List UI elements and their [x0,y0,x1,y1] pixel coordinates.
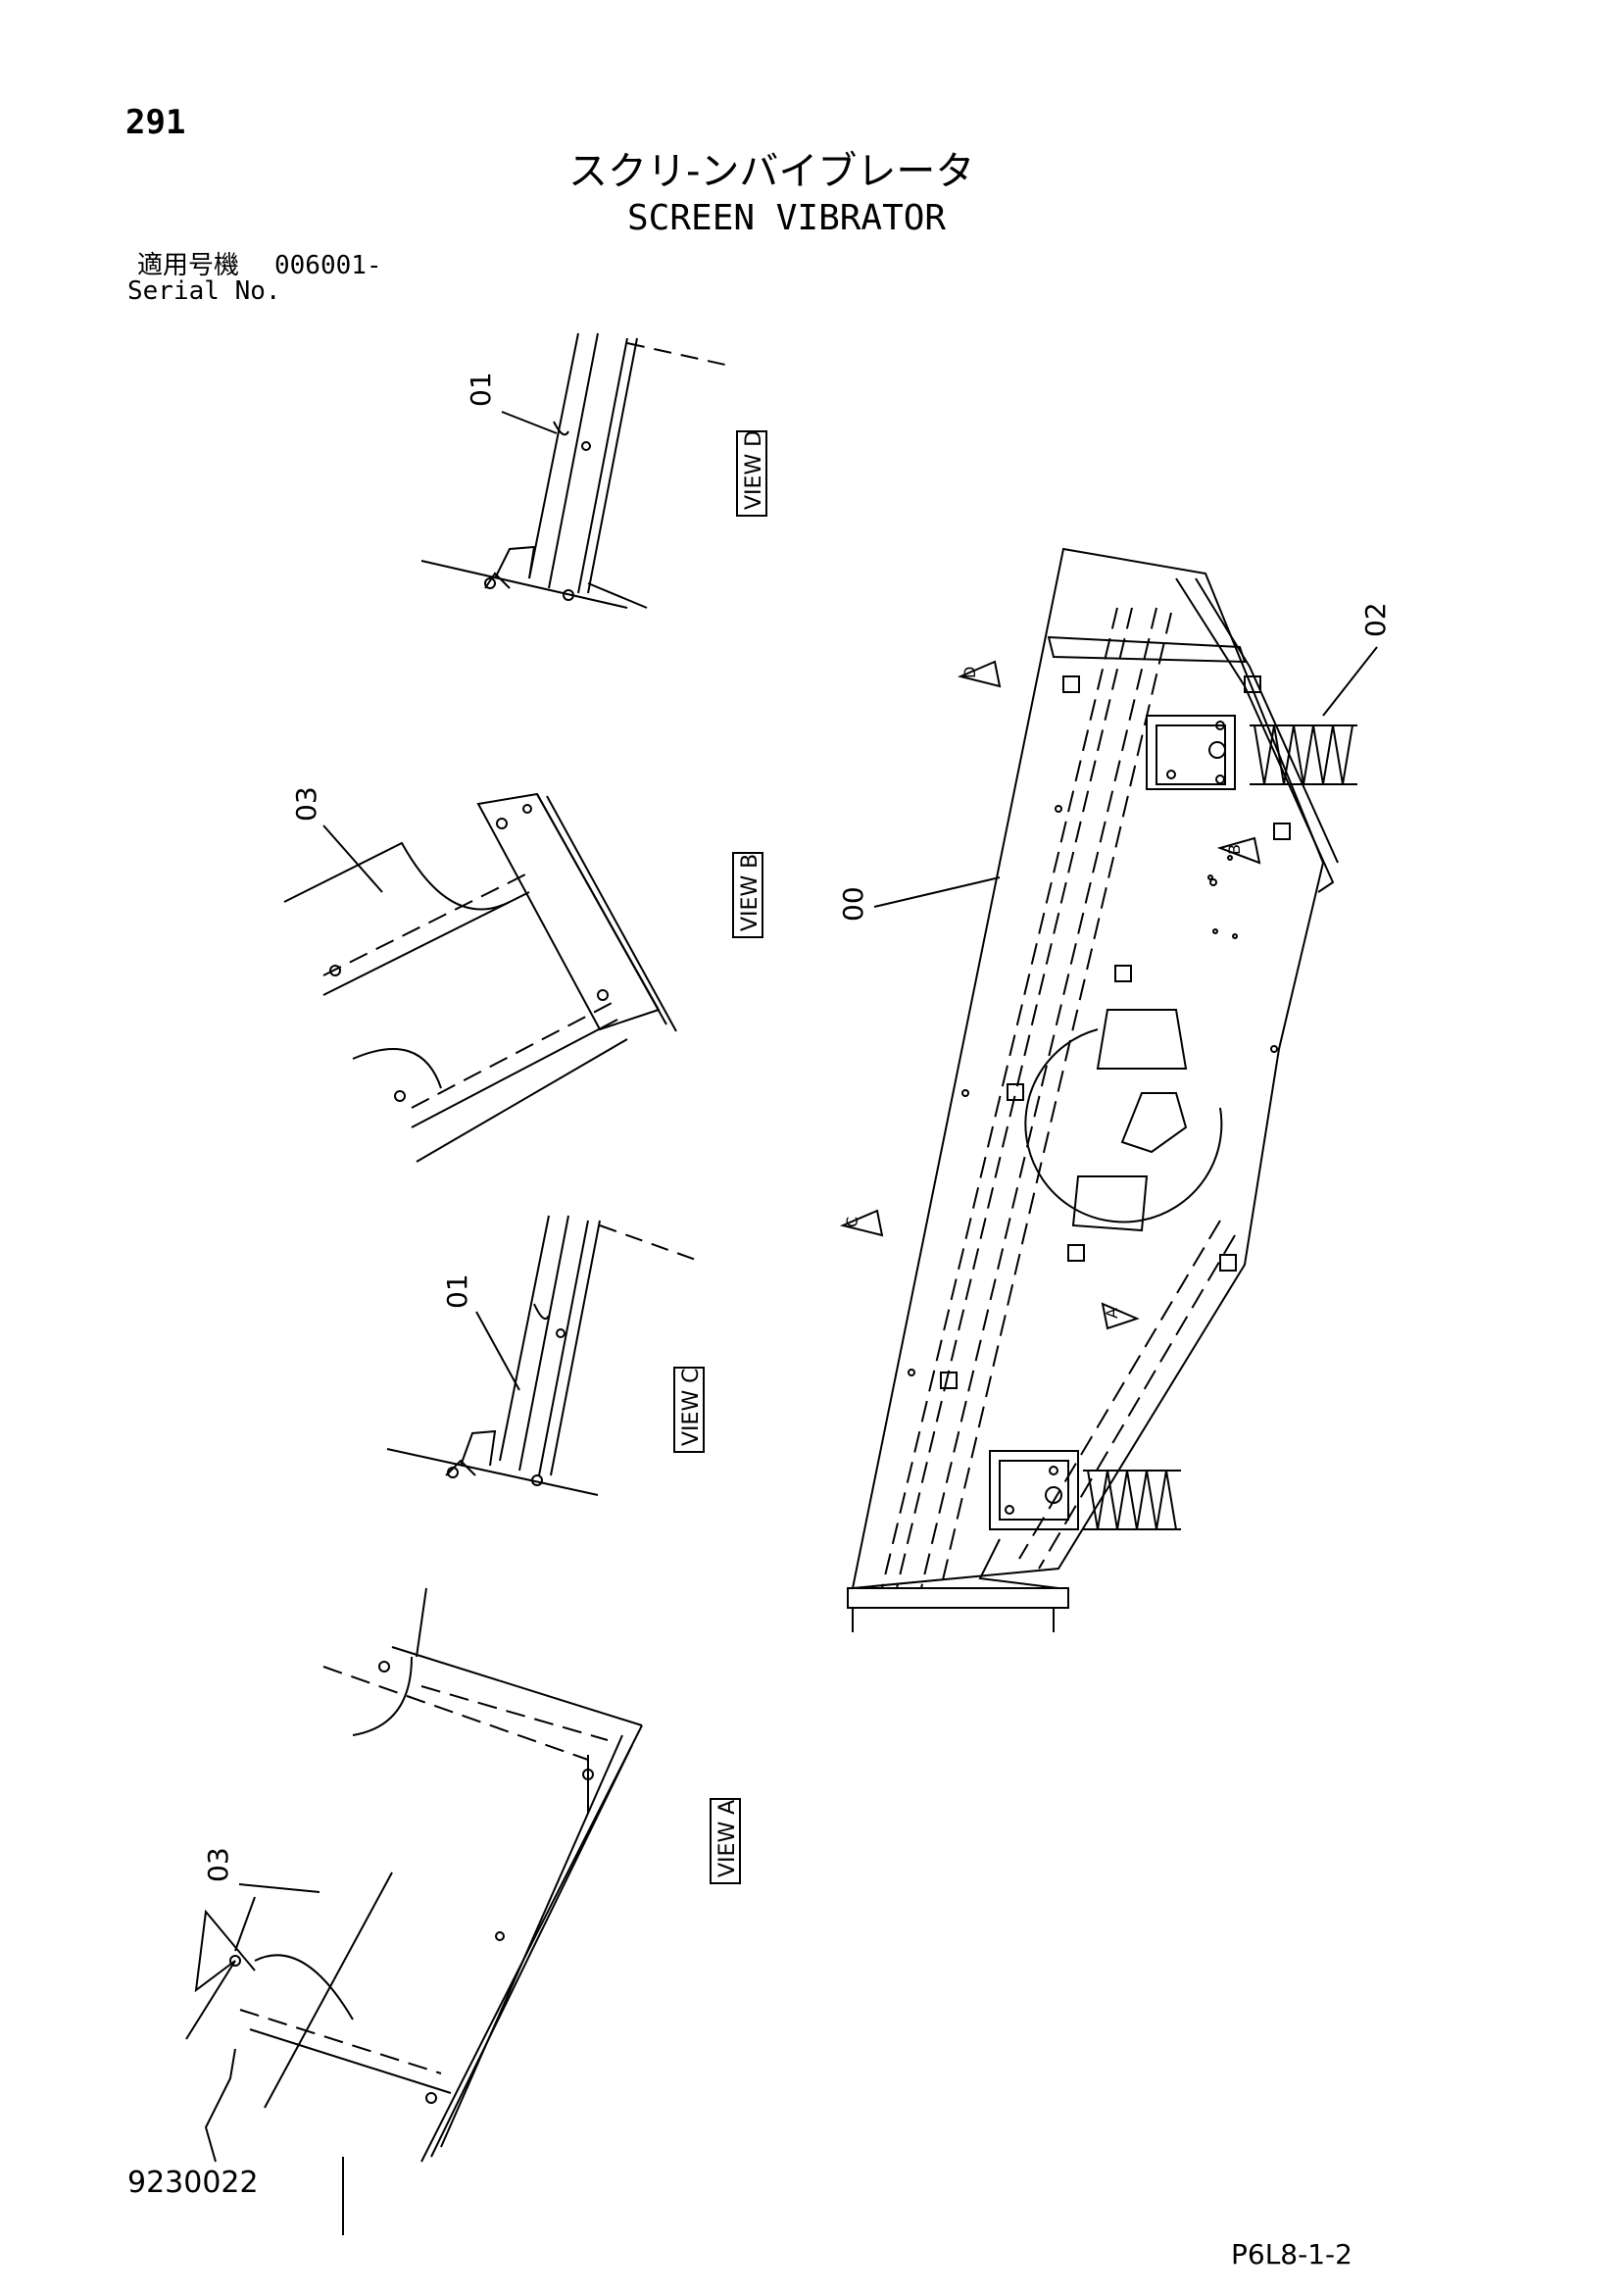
serial-number-value: 006001- [274,251,382,280]
spring-top [1250,724,1357,785]
serial-label-japanese: 適用号機 [137,251,240,280]
view-d-detail [420,332,726,609]
view-arrow-b: B [1216,836,1261,865]
view-arrow-c: C [839,1209,884,1237]
main-vibrator-frame [847,547,1339,1632]
callout-03-view-a: 03 [202,1847,234,1882]
svg-text:B: B [1225,844,1244,855]
view-b-detail [283,792,677,1163]
svg-text:A: A [1103,1308,1121,1319]
svg-text:D: D [960,667,979,678]
view-arrow-a: A [1101,1302,1140,1330]
view-b-label: VIEW B [738,854,762,931]
title-japanese: スクリ-ンバイブレータ [568,149,975,194]
spring-bottom [1083,1470,1181,1530]
callout-02: 02 [1359,602,1392,637]
view-a-detail [185,1587,643,2235]
serial-label-english: Serial No. [127,276,281,306]
callout-01-view-c: 01 [441,1273,473,1309]
view-a-label: VIEW A [715,1800,740,1877]
document-number: 9230022 [127,2166,259,2200]
view-d-label: VIEW D [742,430,766,510]
view-c-label: VIEW C [679,1368,704,1446]
svg-text:C: C [843,1217,861,1227]
callout-01-view-d: 01 [465,372,497,407]
page-code: P6L8-1-2 [1231,2238,1352,2271]
page-number: 291 [125,103,186,142]
callout-03-view-b: 03 [290,786,322,822]
callout-00: 00 [837,886,869,922]
view-c-detail [386,1215,697,1496]
view-arrow-d: D [957,660,1002,688]
title-english: SCREEN VIBRATOR [627,198,947,238]
